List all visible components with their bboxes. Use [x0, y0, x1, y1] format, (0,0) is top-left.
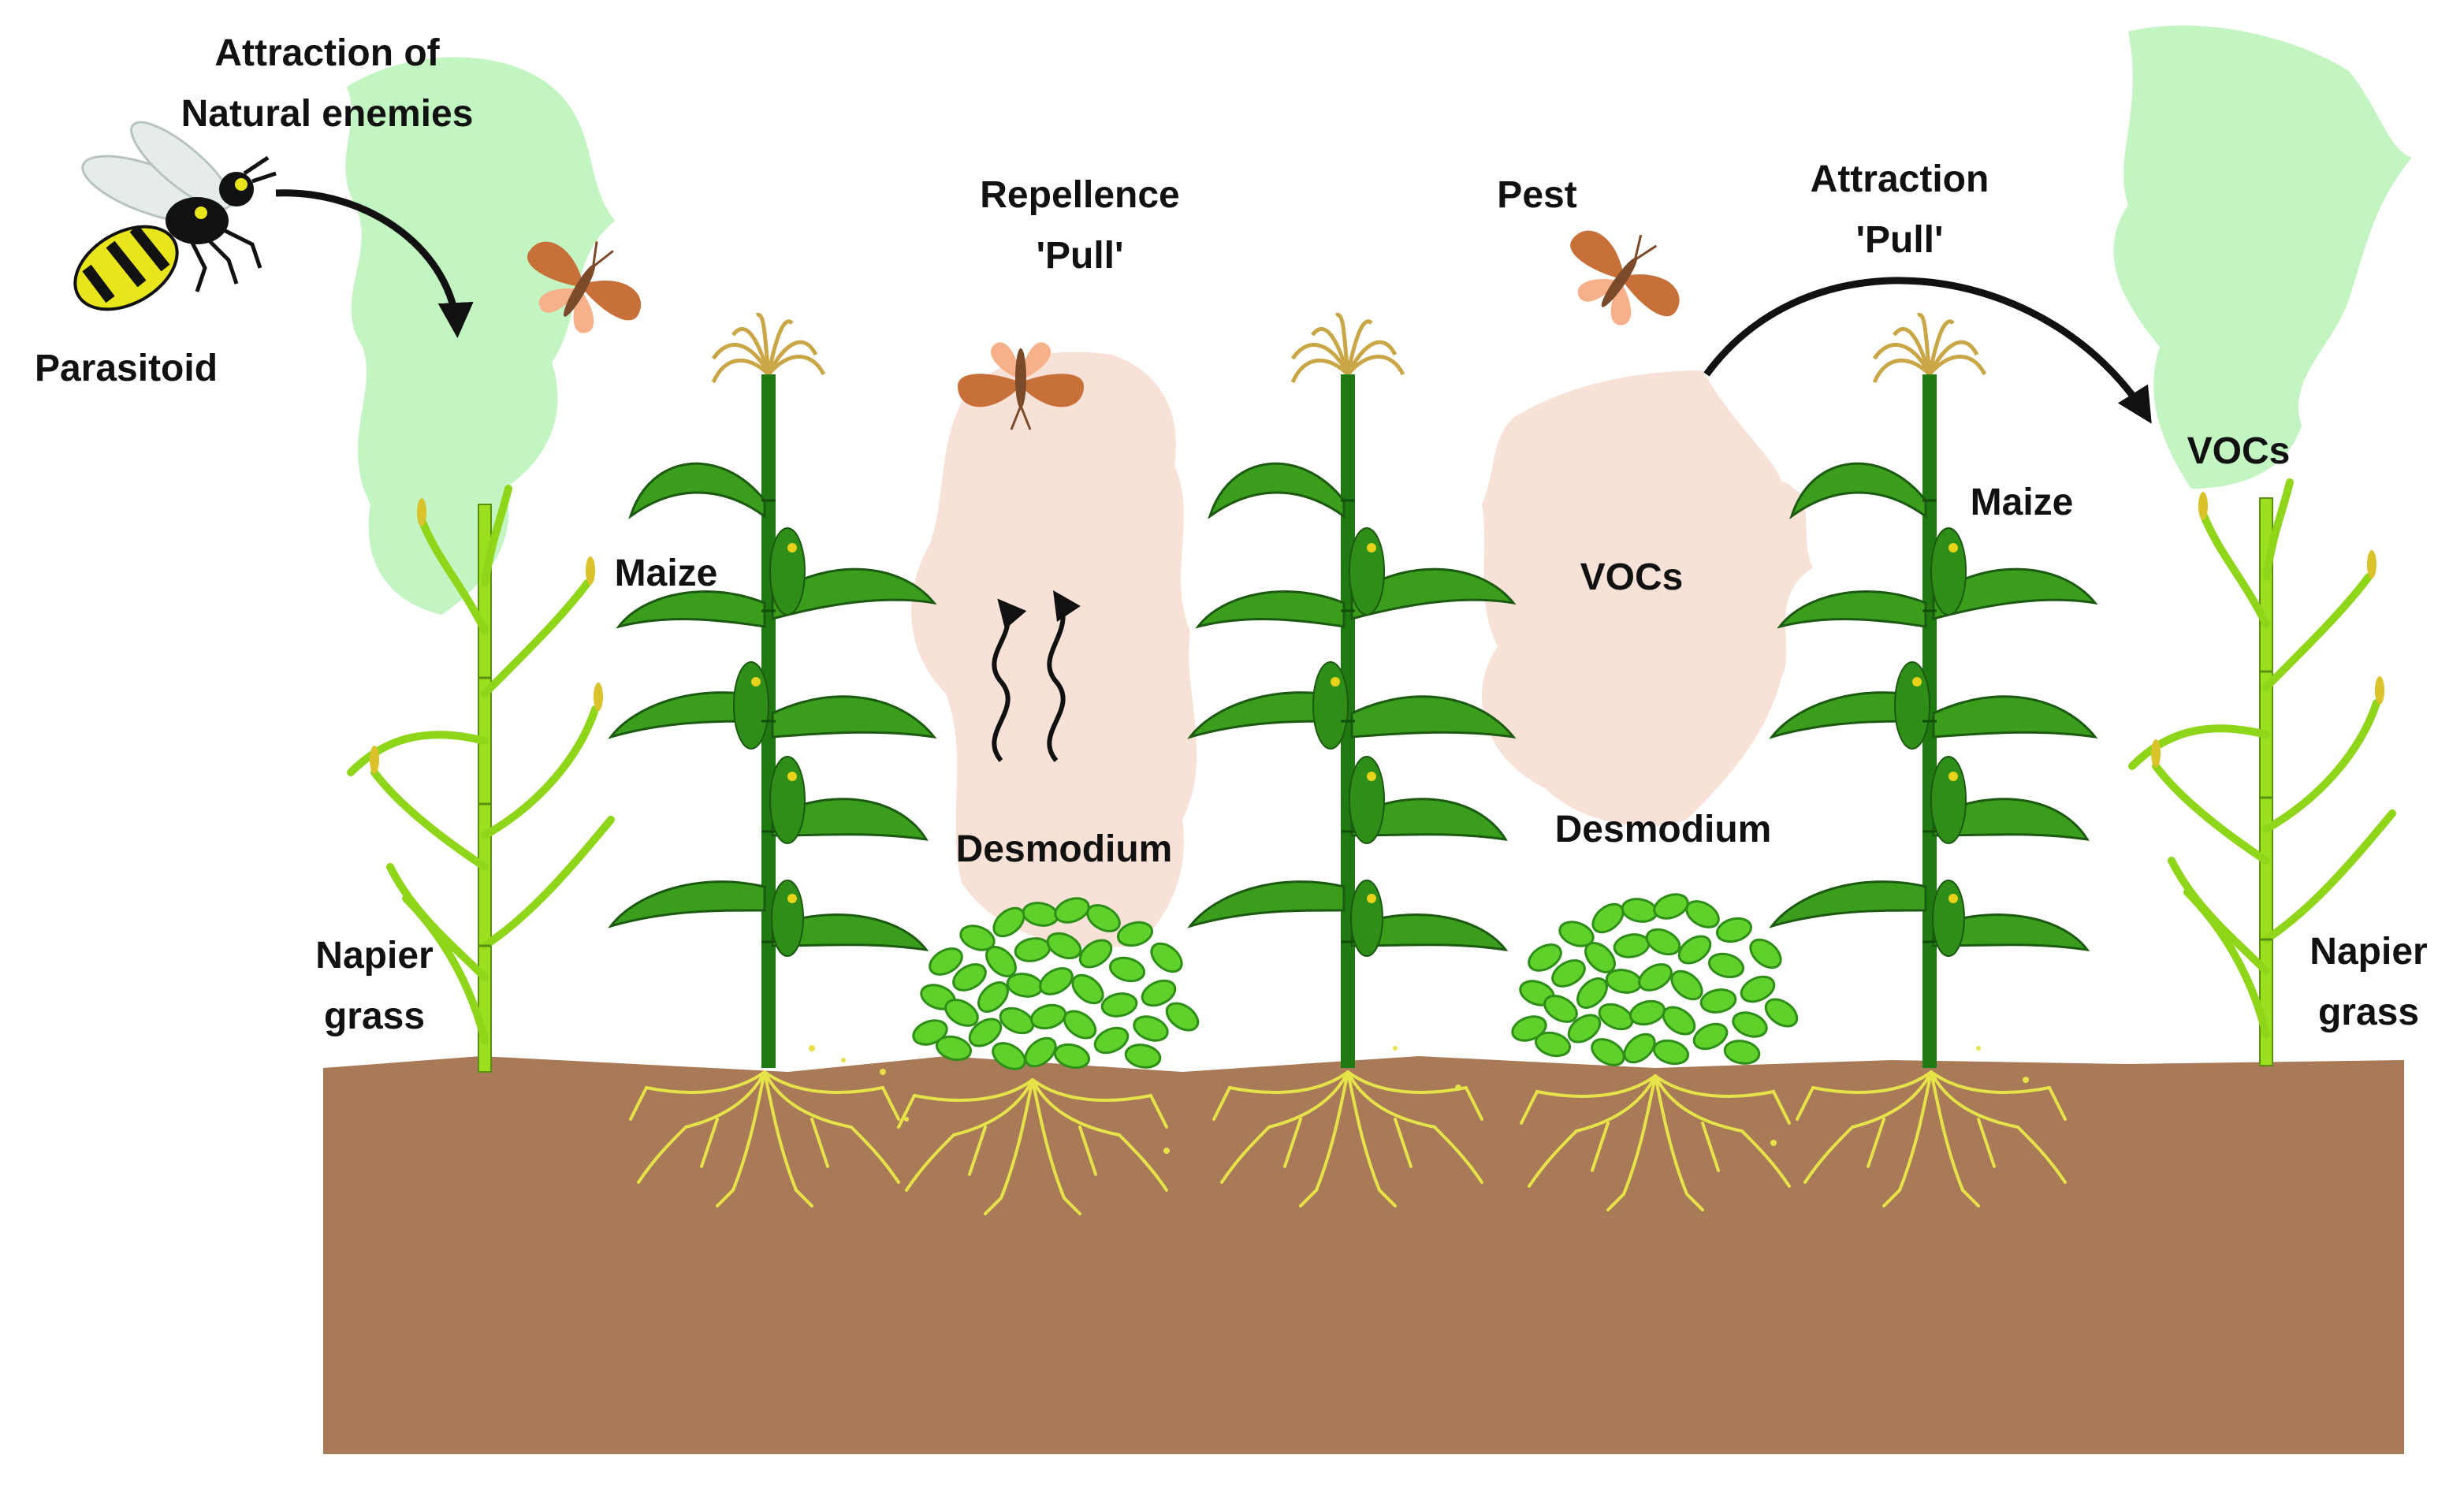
attraction-natural-enemies-label: Attraction of Natural enemies [181, 32, 474, 135]
parasitoid-label: Parasitoid [34, 348, 218, 389]
soil [323, 1056, 2404, 1454]
repellence-pull-label: Repellence 'Pull' [980, 174, 1180, 277]
napier-grass-label-right: Napier grass [2310, 931, 2428, 1033]
maize-label-left: Maize [614, 553, 718, 594]
desmodium-label-right: Desmodium [1554, 809, 1772, 850]
curved-arrow-icon [1703, 277, 2152, 424]
peach-volatile-cloud-right [1482, 370, 1813, 826]
maize-plant-icon [1772, 314, 2095, 1068]
attraction-pull-label: Attraction 'Pull' [1810, 158, 1989, 261]
desmodium-plant-icon [909, 892, 1204, 1076]
desmodium-plant-icon [1508, 888, 1803, 1072]
vocs-label-center: VOCs [1580, 556, 1684, 598]
napier-grass-label-left: Napier grass [315, 935, 434, 1037]
pest-label: Pest [1497, 174, 1577, 216]
pollen-dots [809, 1045, 2029, 1154]
vocs-label-right: VOCs [2187, 430, 2291, 472]
maize-plant-icon [1190, 314, 1513, 1068]
maize-plant-icon [611, 314, 934, 1068]
green-volatile-cloud-right [2113, 25, 2412, 489]
wavy-arrow-icon [1047, 590, 1081, 762]
desmodium-label-left: Desmodium [955, 828, 1173, 870]
curved-arrow-icon [275, 189, 474, 338]
maize-label-right: Maize [1970, 482, 2074, 523]
wavy-arrow-icon [992, 598, 1027, 762]
green-volatile-cloud-left [345, 57, 615, 615]
wasp-icon [73, 121, 277, 311]
